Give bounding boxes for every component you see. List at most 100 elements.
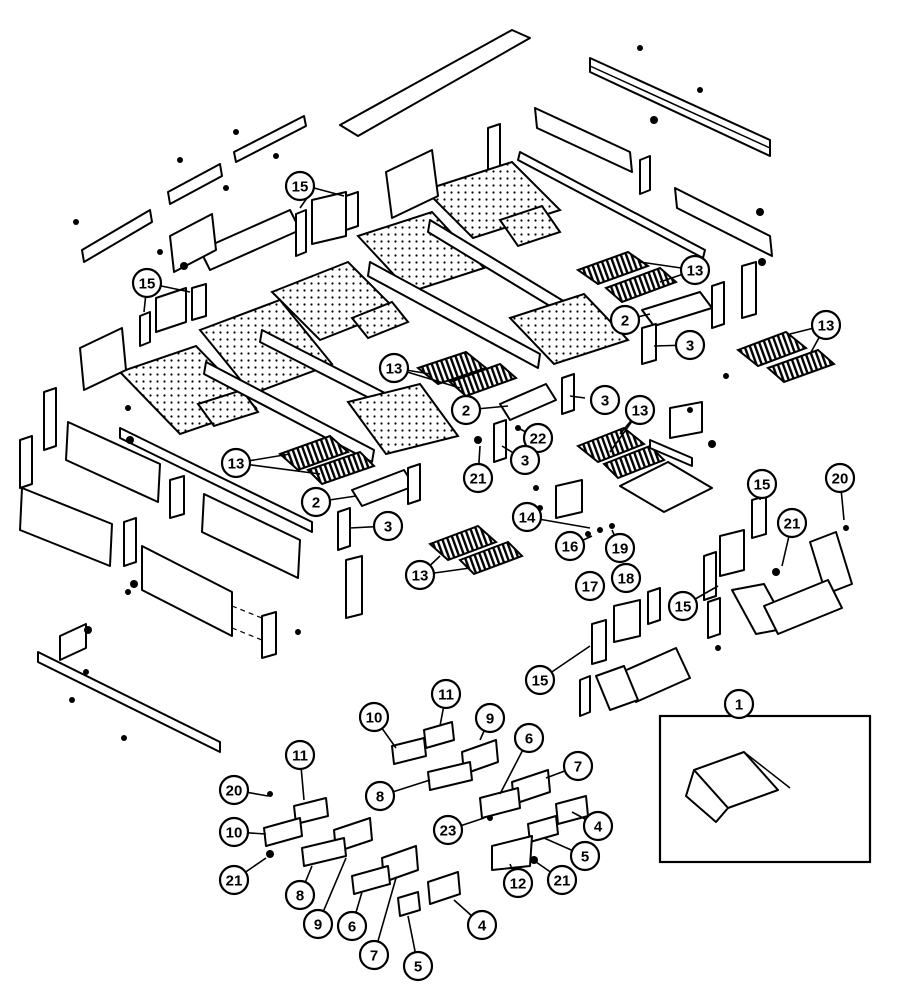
mount-plate-b [555,479,583,519]
callout-circle [513,722,545,754]
callout-circle [522,422,554,454]
callout-number: 3 [686,338,694,355]
roller-mount-lower [595,665,639,711]
callout-3: 3 [372,510,404,542]
callout-15: 15 [746,468,778,500]
callout-13: 13 [378,352,410,384]
callout-circle [502,867,534,899]
callout-6: 6 [513,722,545,754]
grate-step-1 [575,250,651,286]
callout-circle [609,304,641,336]
callout-11: 11 [284,739,316,771]
bracket-6-lower [351,865,391,895]
callout-number: 13 [228,456,245,473]
callout-15: 15 [667,590,699,622]
plate-15-lower [591,619,607,665]
roller-upper [763,579,843,635]
callout-number: 2 [462,403,470,420]
callout-circle [430,678,462,710]
callout-circle [554,530,586,562]
bracket-8-upper [427,761,473,791]
callout-circle [589,384,621,416]
callout-15: 15 [284,170,316,202]
callout-circle [284,879,316,911]
callout-2: 2 [300,486,332,518]
floor-panel-g [346,382,460,456]
hanger-3e [407,463,421,505]
callout-circle [218,816,250,848]
callout-8: 8 [364,780,396,812]
callout-circle [824,462,856,494]
post-center [345,555,363,619]
callout-number: 22 [530,431,547,448]
callout-number: 14 [519,510,536,527]
hanger-3f [337,507,351,551]
side-bar-left [119,427,313,533]
right-side-panel-lower [674,187,773,257]
callout-circle [336,910,368,942]
callout-15: 15 [131,267,163,299]
side-panel-mid [201,493,301,579]
post-15c [139,311,151,347]
callout-number: 23 [440,823,457,840]
callout-20: 20 [824,462,856,494]
upper-left-bracket-1 [233,115,307,163]
callout-number: 1 [735,697,743,714]
side-panel-upper-left [65,421,161,503]
callout-1: 1 [723,688,755,720]
right-side-panel-upper [534,107,633,173]
callout-13: 13 [220,447,252,479]
small-panel-c [196,388,260,428]
top-center-rail [339,29,531,137]
callout-circle [302,908,334,940]
post-15a [295,209,307,257]
callout-number: 4 [478,918,487,935]
callout-circle [679,254,711,286]
callout-circle [667,590,699,622]
cover-plate-c [79,327,127,391]
callout-number: 17 [582,579,599,596]
callout-circle [509,444,541,476]
callout-2: 2 [609,304,641,336]
callout-circle [131,267,163,299]
callout-23: 23 [432,814,464,846]
callout-circle [358,701,390,733]
callout-10: 10 [218,816,250,848]
callout-13: 13 [810,309,842,341]
grate-step-6 [766,348,836,384]
callout-number: 11 [438,687,454,704]
callout-number: 15 [754,477,771,494]
upper-left-bracket-3 [81,209,153,263]
callout-number: 3 [601,393,609,410]
callout-21: 21 [218,864,250,896]
callout-number: 12 [510,876,527,893]
mounting-bracket-20 [809,531,853,595]
bracket-12 [491,835,533,871]
post-15d [191,283,207,321]
step-frame [619,461,713,513]
callout-13: 13 [679,254,711,286]
callout-14: 14 [511,501,543,533]
floor-panel-c [508,292,630,366]
callout-circle [284,170,316,202]
callout-circle [582,810,614,842]
callout-circle [810,309,842,341]
callout-number: 9 [486,711,494,728]
callout-circle [524,664,556,696]
callout-5: 5 [569,840,601,872]
callout-number: 5 [414,959,422,976]
callout-number: 13 [818,318,835,335]
callout-number: 20 [226,783,243,800]
cover-plate-a [385,149,439,219]
post-15b [345,191,359,231]
callout-12: 12 [502,867,534,899]
bracket-11-lower [293,797,329,825]
callout-6: 6 [336,910,368,942]
grate-step-9 [428,524,498,562]
callout-circle [466,909,498,941]
plate-15-mid [647,587,661,625]
callout-circle [358,939,390,971]
callout-circle [511,501,543,533]
callout-7: 7 [562,750,594,782]
